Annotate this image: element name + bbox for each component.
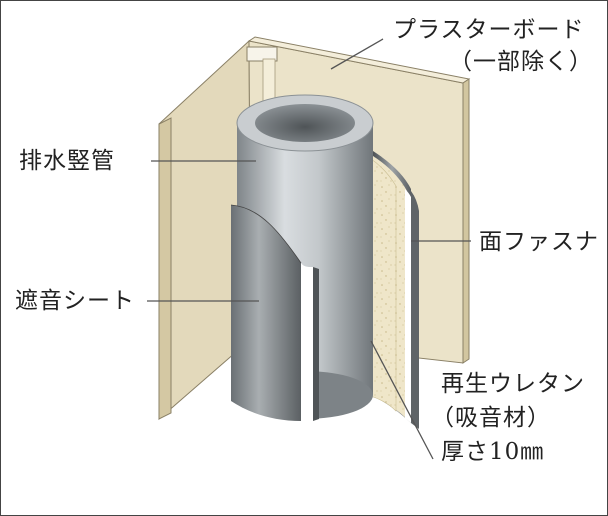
plasterboard-corner-stud	[246, 46, 278, 62]
urethane-label-line1: 再生ウレタン	[441, 371, 585, 397]
plasterboard-label-line2: （一部除く）	[449, 49, 593, 75]
leader-lines	[147, 38, 471, 460]
sound-sheet-label: 遮音シート	[15, 288, 135, 314]
pipe-inner-opening	[255, 104, 355, 142]
face-fastener-strip	[405, 189, 411, 423]
sound-sheet-front	[230, 204, 319, 421]
sound-sheet-wrap	[231, 205, 301, 421]
urethane-label-line2: （吸音材）	[431, 405, 551, 431]
plasterboard-right-edge	[462, 78, 470, 364]
plasterboard-left-edge	[158, 117, 172, 420]
face-fastener-label: 面ファスナ	[479, 229, 599, 255]
sound-sheet-inner-face	[301, 263, 313, 421]
sound-sheet-outline	[230, 204, 302, 264]
plasterboard-label-line1: プラスターボード	[393, 17, 585, 43]
leader-urethane	[370, 340, 434, 460]
sound-sheet-edge	[313, 267, 319, 421]
drain-pipe-label: 排水竪管	[19, 148, 115, 174]
sound-sheet-back-outer	[411, 191, 419, 429]
urethane-label-line3: 厚さ10㎜	[441, 439, 545, 465]
leader-plasterboard	[330, 38, 384, 70]
